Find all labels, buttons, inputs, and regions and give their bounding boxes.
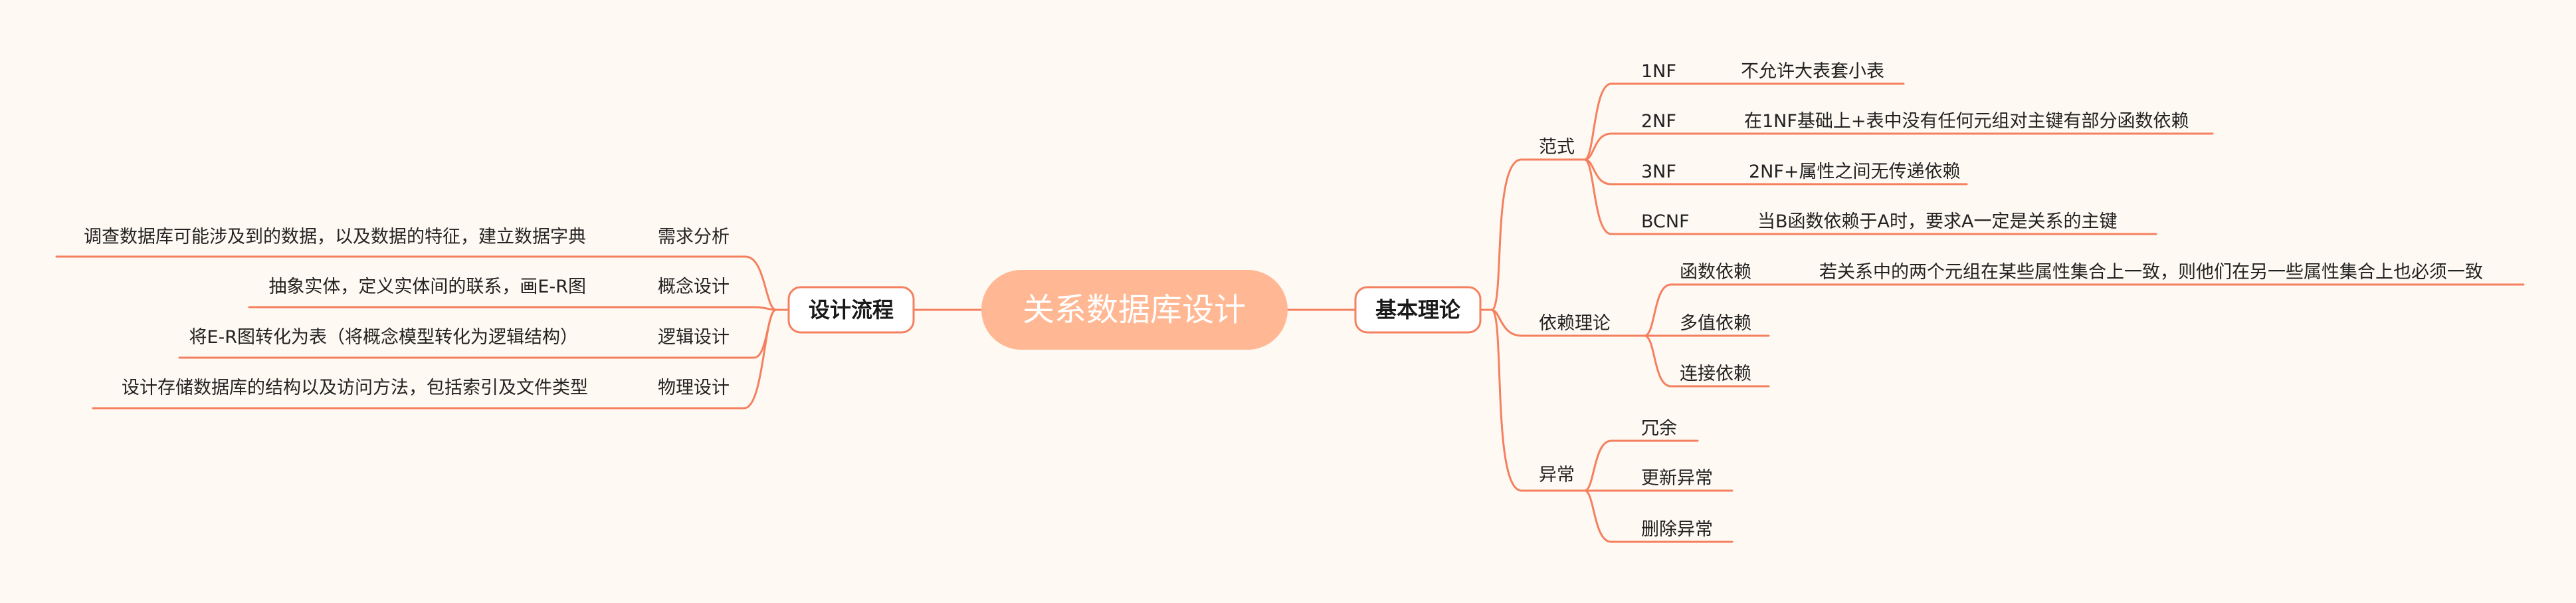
nf-label: 3NF: [1641, 162, 1676, 182]
basic-theory-node[interactable]: 基本理论: [1354, 286, 1482, 334]
dep-detail: 若关系中的两个元组在某些属性集合上一致，则他们在另一些属性集合上也必须一致: [1819, 262, 2483, 283]
nf-detail: 不允许大表套小表: [1741, 61, 1884, 82]
anom-item-update[interactable]: 更新异常: [1641, 468, 1713, 489]
connector-theory-to-anomaly: [1479, 308, 1577, 492]
basic-theory-label: 基本理论: [1375, 297, 1461, 322]
anom-label: 更新异常: [1641, 468, 1713, 489]
nf-label: 2NF: [1641, 111, 1676, 132]
design-flow-node[interactable]: 设计流程: [787, 286, 915, 334]
nf-detail: 2NF+属性之间无传递依赖: [1749, 162, 1961, 182]
design-step-label: 概念设计: [658, 277, 730, 297]
design-step-detail: 调查数据库可能涉及到的数据，以及数据的特征，建立数据字典: [84, 227, 586, 247]
nf-item-bcnf[interactable]: BCNF 当B函数依赖于A时，要求A一定是关系的主键: [1641, 211, 2117, 232]
anom-label: 删除异常: [1641, 519, 1713, 540]
design-step-physical[interactable]: 物理设计 设计存储数据库的结构以及访问方法，包括索引及文件类型: [122, 378, 730, 398]
dep-label: 多值依赖: [1680, 313, 1751, 334]
group-normal-forms[interactable]: 范式: [1539, 137, 1575, 158]
design-step-label: 物理设计: [658, 378, 730, 398]
connector-anom-delete: [1575, 489, 1734, 543]
design-step-concept[interactable]: 概念设计 抽象实体，定义实体间的联系，画E-R图: [268, 277, 730, 297]
group-anomaly[interactable]: 异常: [1539, 465, 1575, 485]
nf-item-2nf[interactable]: 2NF 在1NF基础上+表中没有任何元组对主键有部分函数依赖: [1641, 111, 2189, 132]
group-dependency[interactable]: 依赖理论: [1539, 313, 1611, 334]
design-step-detail: 抽象实体，定义实体间的联系，画E-R图: [268, 277, 586, 297]
dep-item-functional[interactable]: 函数依赖 若关系中的两个元组在某些属性集合上一致，则他们在另一些属性集合上也必须…: [1680, 262, 2483, 283]
group-label: 范式: [1539, 137, 1575, 158]
design-step-detail: 将E-R图转化为表（将概念模型转化为逻辑结构）: [189, 327, 578, 348]
design-flow-box: [787, 286, 915, 334]
root-node[interactable]: 关系数据库设计: [981, 270, 1288, 350]
basic-theory-box: [1354, 286, 1482, 334]
connector-nf-2nf: [1575, 132, 2214, 161]
design-step-logic[interactable]: 逻辑设计 将E-R图转化为表（将概念模型转化为逻辑结构）: [189, 327, 730, 348]
connector-design-to-physical: [92, 308, 790, 410]
dep-item-multivalued[interactable]: 多值依赖: [1680, 313, 1751, 334]
nf-label: 1NF: [1641, 61, 1676, 82]
connector-lines: [55, 82, 2525, 543]
connector-theory-to-normal-forms: [1479, 158, 1577, 311]
design-step-detail: 设计存储数据库的结构以及访问方法，包括索引及文件类型: [122, 378, 588, 398]
anom-item-redundancy[interactable]: 冗余: [1641, 418, 1677, 439]
design-step-requirement[interactable]: 需求分析 调查数据库可能涉及到的数据，以及数据的特征，建立数据字典: [84, 227, 730, 247]
dep-label: 连接依赖: [1680, 364, 1751, 384]
anom-label: 冗余: [1641, 418, 1677, 439]
anom-item-delete[interactable]: 删除异常: [1641, 519, 1713, 540]
group-label: 依赖理论: [1539, 313, 1611, 334]
root-node-box: [981, 270, 1288, 350]
nf-item-1nf[interactable]: 1NF 不允许大表套小表: [1641, 61, 1884, 82]
nf-label: BCNF: [1641, 211, 1690, 232]
nf-detail: 在1NF基础上+表中没有任何元组对主键有部分函数依赖: [1744, 111, 2189, 132]
dep-item-join[interactable]: 连接依赖: [1680, 364, 1751, 384]
nf-detail: 当B函数依赖于A时，要求A一定是关系的主键: [1757, 211, 2117, 232]
connector-design-to-concept: [248, 306, 790, 311]
dep-label: 函数依赖: [1680, 262, 1751, 283]
group-label: 异常: [1539, 465, 1575, 485]
design-step-label: 逻辑设计: [658, 327, 730, 348]
connector-dep-functional: [1633, 283, 2525, 337]
connector-dep-join: [1633, 334, 1770, 388]
design-step-label: 需求分析: [658, 227, 730, 247]
connector-nf-bcnf: [1575, 158, 2157, 235]
nf-item-3nf[interactable]: 3NF 2NF+属性之间无传递依赖: [1641, 162, 1961, 182]
root-node-label: 关系数据库设计: [1023, 291, 1246, 328]
design-flow-label: 设计流程: [809, 297, 894, 322]
